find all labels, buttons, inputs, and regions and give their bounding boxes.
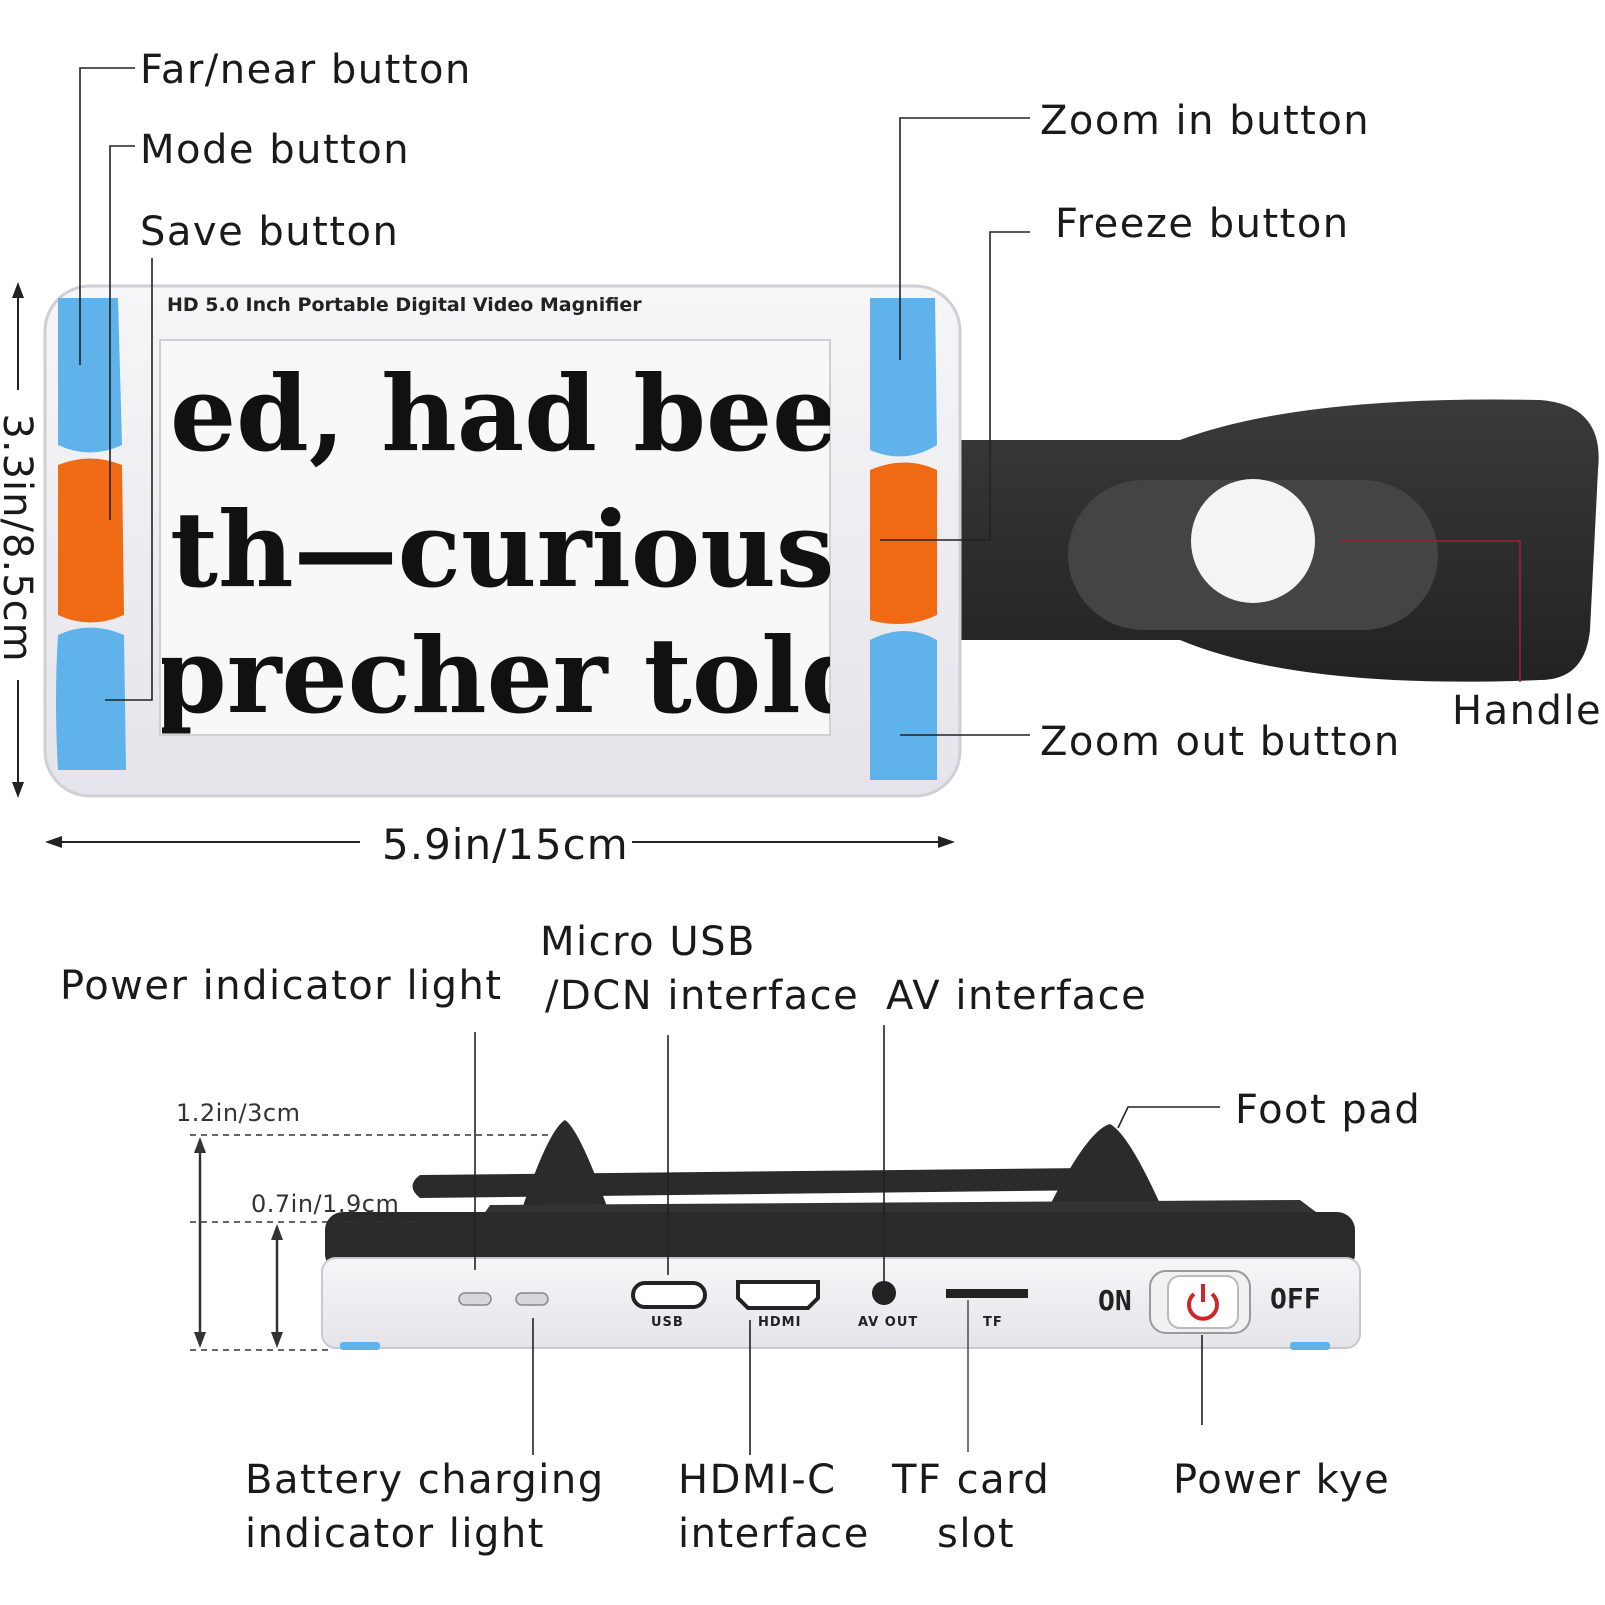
mode-key (58, 458, 124, 623)
callout-power-indicator: Power indicator light (60, 963, 503, 1009)
device-title: HD 5.0 Inch Portable Digital Video Magni… (167, 294, 642, 316)
port-label-tf: TF (983, 1315, 1003, 1330)
callout-zoom-out: Zoom out button (1040, 719, 1401, 765)
callout-save: Save button (140, 209, 400, 255)
foot-pad-left (520, 1120, 610, 1215)
callout-hdmi-1: HDMI-C (678, 1457, 837, 1503)
callout-far-near: Far/near button (140, 47, 472, 93)
av-port (872, 1281, 896, 1305)
dimension-height: 3.3in/8.5cm (0, 413, 40, 663)
magnifier-body (43, 284, 962, 798)
callout-micro-usb-2: /DCN interface (545, 973, 860, 1019)
dimension-total-height: 1.2in/3cm (176, 1099, 301, 1127)
switch-label-on: ON (1098, 1284, 1132, 1317)
power-icon (1187, 1284, 1219, 1321)
callout-mode: Mode button (140, 127, 411, 173)
foot-pad-right (1050, 1124, 1165, 1215)
switch-label-off: OFF (1270, 1282, 1321, 1315)
callout-micro-usb-1: Micro USB (540, 919, 756, 965)
far-near-key (58, 298, 122, 453)
callout-power-key: Power kye (1173, 1457, 1391, 1503)
callout-freeze: Freeze button (1055, 201, 1350, 247)
callout-foot-pad: Foot pad (1235, 1087, 1422, 1133)
callout-battery-1: Battery charging (245, 1457, 605, 1503)
side-leader-lines (474, 1025, 1220, 1455)
power-indicator-led (458, 1292, 492, 1306)
side-view-device (321, 1120, 1361, 1350)
dimension-width: 5.9in/15cm (382, 820, 629, 869)
tf-slot (946, 1289, 1028, 1298)
save-key (56, 627, 126, 770)
battery-indicator-led (515, 1292, 549, 1306)
port-label-av: AV OUT (858, 1315, 919, 1330)
handle-lens-circle (1191, 479, 1315, 603)
zoom-out-key (870, 631, 937, 780)
handle (950, 399, 1599, 682)
callout-tf-1: TF card (892, 1457, 1051, 1503)
callout-zoom-in: Zoom in button (1040, 98, 1371, 144)
side-white-base (321, 1257, 1361, 1349)
hdmi-port (736, 1280, 820, 1310)
zoom-in-key (870, 298, 937, 457)
screen-line-3: precher told m (162, 614, 830, 735)
freeze-key (870, 462, 937, 624)
callout-hdmi-2: interface (678, 1511, 870, 1557)
usb-port (631, 1281, 707, 1309)
port-label-hdmi: HDMI (758, 1315, 802, 1330)
screen-line-2: th—curiouser ar (170, 488, 830, 611)
top-leader-lines (79, 67, 1521, 736)
callout-tf-2: slot (937, 1511, 1016, 1557)
screen (159, 339, 831, 736)
side-dimension-lines (190, 1134, 560, 1351)
screen-text: ed, had been cr th—curiouser ar precher … (162, 340, 830, 735)
callout-av-interface: AV interface (886, 973, 1148, 1019)
callout-handle: Handle (1452, 688, 1603, 734)
callout-battery-2: indicator light (245, 1511, 545, 1557)
top-dimension-arrows (12, 282, 955, 848)
screen-line-1: ed, had been cr (170, 352, 830, 475)
dimension-body-height: 0.7in/1.9cm (251, 1190, 400, 1218)
port-label-usb: USB (651, 1315, 684, 1330)
